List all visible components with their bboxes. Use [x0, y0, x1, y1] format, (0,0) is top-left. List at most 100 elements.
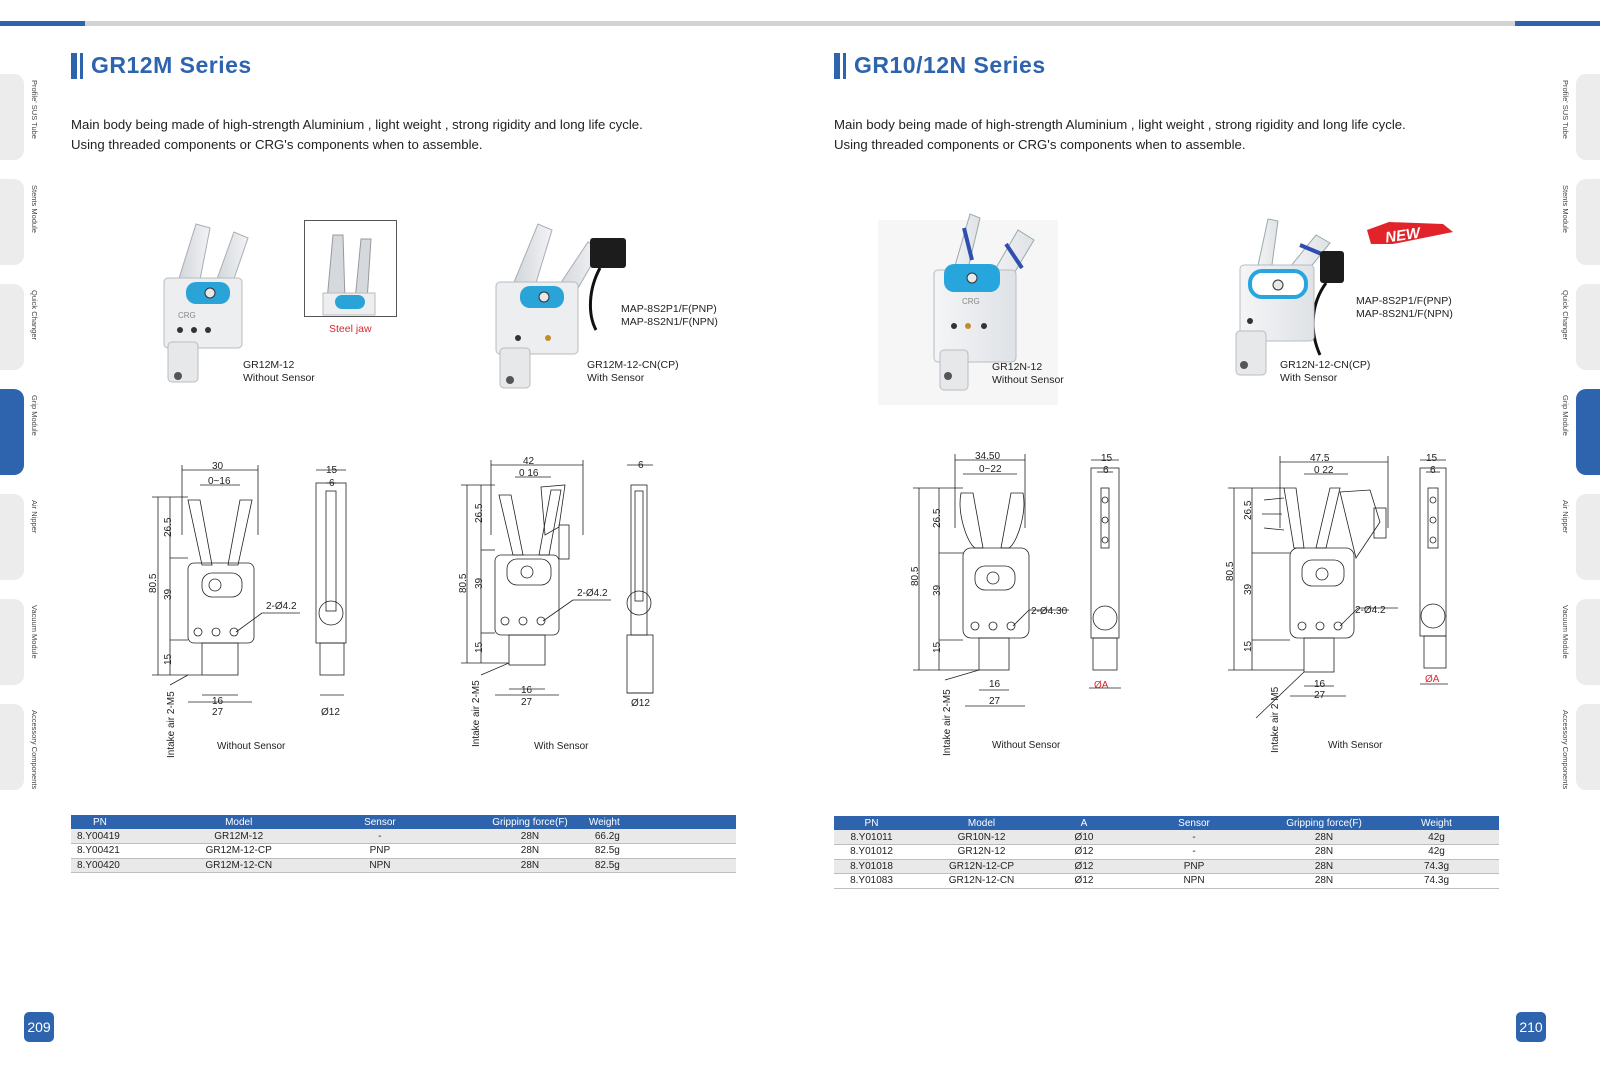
dim-label: 27: [521, 697, 533, 708]
dim-label: 6: [1430, 465, 1436, 476]
dim-label: 2-Ø4.2: [1355, 605, 1386, 616]
table-cell: 28N: [1274, 844, 1374, 860]
table-cell: 42g: [1374, 830, 1499, 845]
dim-label: 2-Ø4.30: [1031, 606, 1068, 617]
dim-label: 80.5: [1225, 561, 1236, 581]
table-cell: GR12M-12: [188, 829, 289, 844]
table-cell: 28N: [1274, 830, 1374, 845]
steel-jaw-photo: [322, 234, 376, 316]
table-cell: Ø10: [1054, 830, 1114, 845]
side-tab-quick-changer[interactable]: Quick Changer: [0, 284, 39, 370]
side-tab-stents-module[interactable]: Stents Module: [0, 179, 39, 265]
title-marker: [834, 52, 840, 79]
table-cell: Ø12: [1054, 844, 1114, 860]
top-rule-accent-right: [1515, 21, 1600, 26]
table-cell: 82.5g: [588, 858, 736, 873]
col-header: Model: [909, 816, 1054, 830]
dim-label: 27: [989, 696, 1001, 707]
side-tab-vacuum-module[interactable]: Vacuum Module: [0, 599, 39, 685]
table-cell: 74.3g: [1374, 859, 1499, 874]
side-tab-label: Air Nipper: [30, 500, 39, 534]
dim-label: 15: [1426, 453, 1438, 464]
table-cell: GR10N-12: [909, 830, 1054, 845]
new-badge-text: NEW: [1384, 224, 1423, 246]
table-row: 8.Y01018 GR12N-12-CP Ø12 PNP 28N 74.3g: [834, 859, 1499, 874]
dim-label: Intake air 2-M5: [471, 680, 482, 747]
table-cell: 74.3g: [1374, 873, 1499, 889]
description-line: Main body being made of high-strength Al…: [834, 117, 1406, 132]
sensor-pnp-label: MAP-8S2P1/F(PNP): [1356, 295, 1452, 307]
side-tab-grip-module[interactable]: Grip Module: [0, 389, 39, 475]
product-sensor-label: With Sensor: [587, 372, 645, 384]
series-heading: GR12M Series: [71, 52, 252, 79]
table-row: 8.Y01012 GR12N-12 Ø12 - 28N 42g: [834, 844, 1499, 860]
side-tab-profile-sus-tube[interactable]: Profile' SUS Tube: [0, 74, 39, 160]
table-cell: 42g: [1374, 844, 1499, 860]
top-rule-accent-left: [0, 21, 85, 26]
side-tab-grip-module[interactable]: Grip Module: [1561, 389, 1600, 475]
col-header: A: [1054, 816, 1114, 830]
side-tab-label: Vacuum Module: [1561, 605, 1570, 659]
table-row: 8.Y01083 GR12N-12-CN Ø12 NPN 28N 74.3g: [834, 873, 1499, 889]
dim-label: Ø12: [631, 698, 650, 709]
gripper-photo-gr12n-12-cn: [1235, 218, 1344, 376]
side-tab-vacuum-module[interactable]: Vacuum Module: [1561, 599, 1600, 685]
table-cell: PNP: [288, 843, 472, 859]
col-header: Gripping force(F): [1274, 816, 1374, 830]
table-cell: 8.Y01018: [834, 859, 909, 874]
top-rule: [0, 21, 1600, 26]
side-tab-accessory-components[interactable]: Accessory Components: [1561, 704, 1600, 790]
table-cell: 28N: [1274, 873, 1374, 889]
series-description: Main body being made of high-strength Al…: [71, 115, 643, 154]
dim-label: 15: [1101, 453, 1113, 464]
drawing-caption: Without Sensor: [217, 741, 286, 752]
drawing-caption: With Sensor: [1328, 740, 1383, 751]
dimension-drawing-without-sensor: 34.50 0~22 15 6 26.5 80.5 39 15 2-Ø4.30 …: [910, 451, 1121, 756]
dim-label: 2-Ø4.2: [577, 588, 608, 599]
new-badge: NEW: [1367, 222, 1453, 246]
side-tab-accessory-components[interactable]: Accessory Components: [0, 704, 39, 790]
spec-table-gr10-12n: PN Model A Sensor Gripping force(F) Weig…: [834, 816, 1499, 889]
side-tab-quick-changer[interactable]: Quick Changer: [1561, 284, 1600, 370]
dimension-drawing-with-sensor: 47.5 0 22 15 6 26.5 80.5 39 15 2-Ø4.2 16…: [1225, 453, 1448, 753]
side-tab-air-nipper[interactable]: Air Nipper: [0, 494, 39, 580]
dim-label: 26.5: [1243, 500, 1254, 520]
series-description: Main body being made of high-strength Al…: [834, 115, 1406, 154]
table-cell: 82.5g: [588, 843, 736, 859]
col-header: Weight: [1374, 816, 1499, 830]
table-row: 8.Y00421 GR12M-12-CP PNP 28N 82.5g: [71, 843, 736, 859]
dim-label: Intake air 2 M5: [1270, 686, 1281, 753]
spec-table-gr12m: PN Model Sensor Gripping force(F) Weight…: [71, 815, 736, 873]
dim-label: 15: [326, 465, 338, 476]
side-tab-label: Stents Module: [30, 185, 39, 233]
table-cell: -: [1114, 844, 1274, 860]
dim-label: 80.5: [148, 573, 159, 593]
title-marker: [843, 52, 846, 79]
side-tab-label: Accessory Components: [30, 710, 39, 790]
dim-label: 0 16: [519, 468, 539, 479]
side-tab-label: Air Nipper: [1561, 500, 1570, 534]
side-tab-stents-module[interactable]: Stents Module: [1561, 179, 1600, 265]
table-cell: GR12N-12-CN: [909, 873, 1054, 889]
table-cell: GR12M-12-CP: [188, 843, 289, 859]
side-tab-profile-sus-tube[interactable]: Profile' SUS Tube: [1561, 74, 1600, 160]
table-cell: Ø12: [1054, 859, 1114, 874]
dim-label: 15: [932, 641, 943, 653]
table-cell: 66.2g: [588, 829, 736, 844]
side-tab-label: Grip Module: [30, 395, 39, 436]
col-header: PN: [71, 815, 189, 829]
side-tab-label: Vacuum Module: [30, 605, 39, 659]
product-model-label: GR12N-12: [992, 361, 1043, 373]
description-line: Using threaded components or CRG's compo…: [834, 136, 1246, 152]
table-cell: GR12M-12-CN: [188, 858, 289, 873]
dim-label: 80.5: [910, 566, 921, 586]
dim-label: 42: [523, 456, 535, 467]
drawing-caption: With Sensor: [534, 741, 589, 752]
table-cell: 8.Y01011: [834, 830, 909, 845]
description-line: Main body being made of high-strength Al…: [71, 117, 643, 132]
dim-label: 15: [163, 653, 174, 665]
side-tab-air-nipper[interactable]: Air Nipper: [1561, 494, 1600, 580]
col-header: PN: [834, 816, 909, 830]
table-cell: NPN: [288, 858, 472, 873]
dim-label: 16: [1314, 679, 1326, 690]
